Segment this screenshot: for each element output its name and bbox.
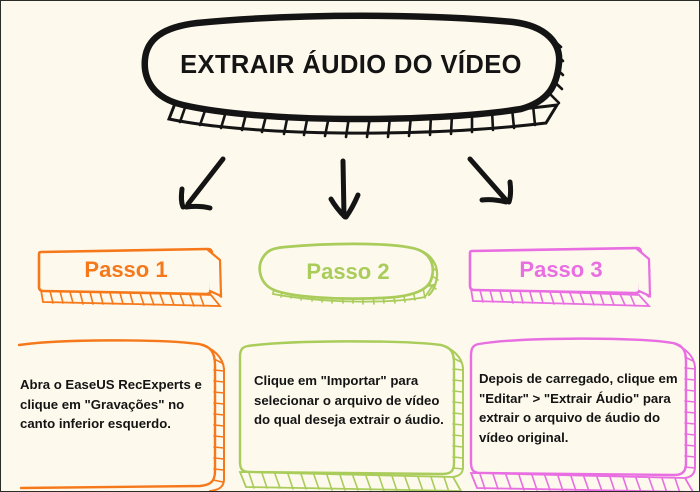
title-banner-outline <box>141 12 563 123</box>
step-header-3 <box>468 246 652 307</box>
step-header-1 <box>37 247 223 307</box>
arrow-to-step-3 <box>467 156 514 205</box>
step-body-box-3 <box>469 337 696 491</box>
arrow-to-step-2 <box>328 158 361 220</box>
arrow-to-step-1 <box>178 156 226 211</box>
step-header-2 <box>258 242 439 305</box>
step-body-box-1 <box>17 339 225 491</box>
step-body-box-2 <box>238 340 464 491</box>
title-banner <box>141 12 565 139</box>
